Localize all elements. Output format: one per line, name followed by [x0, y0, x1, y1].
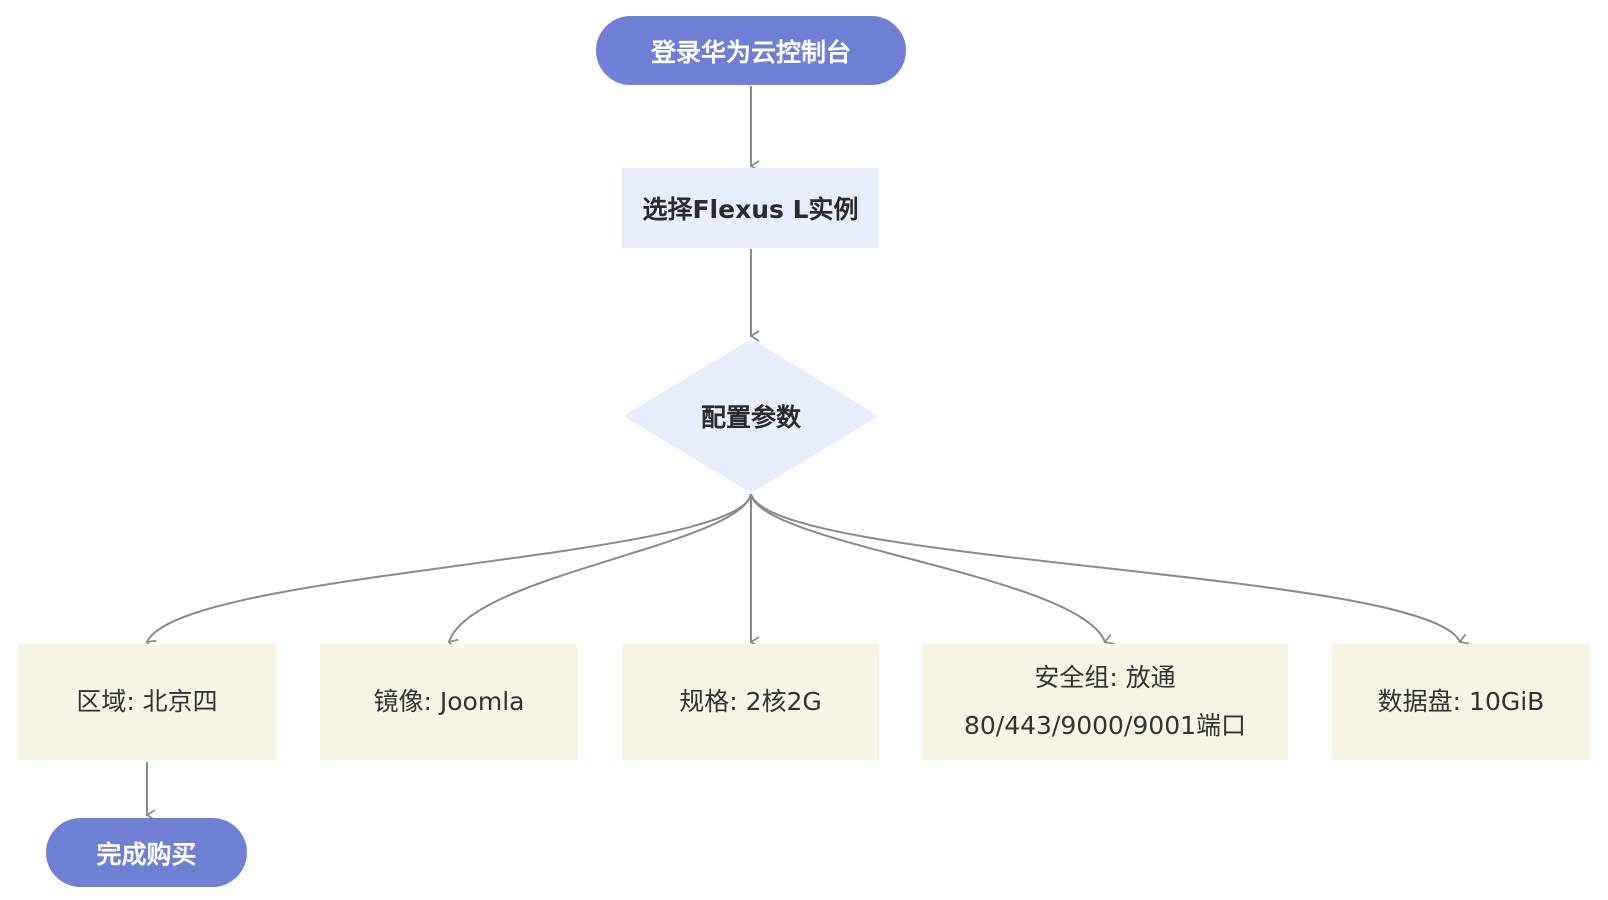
security-group-label: 安全组: 放通80/443/9000/9001端口 [963, 663, 1247, 740]
edge-configure-to-region [145, 493, 752, 651]
start-node-label: 登录华为云控制台 [650, 37, 851, 67]
data-disk-node: 数据盘: 10GiB [1332, 644, 1590, 760]
start-node: 登录华为云控制台 [596, 16, 906, 85]
edge-configure-to-image [447, 493, 752, 650]
image-label: 镜像: Joomla [373, 687, 525, 716]
spec-node: 规格: 2核2G [622, 644, 879, 760]
select-instance-label: 选择Flexus L实例 [642, 195, 859, 224]
data-disk-label: 数据盘: 10GiB [1377, 687, 1545, 716]
configure-node-label: 配置参数 [700, 403, 801, 432]
spec-label: 规格: 2核2G [679, 687, 822, 716]
finish-node-label: 完成购买 [96, 839, 197, 869]
region-label: 区域: 北京四 [76, 687, 218, 716]
configure-diamond [623, 339, 879, 493]
image-node: 镜像: Joomla [320, 644, 578, 760]
edge-configure-to-disk [750, 493, 1470, 645]
select-instance-node: 选择Flexus L实例 [622, 168, 879, 248]
region-node: 区域: 北京四 [18, 644, 276, 760]
finish-node: 完成购买 [46, 818, 247, 887]
edge-configure-to-security [750, 493, 1115, 645]
security-group-node: 安全组: 放通80/443/9000/9001端口 [922, 644, 1288, 760]
